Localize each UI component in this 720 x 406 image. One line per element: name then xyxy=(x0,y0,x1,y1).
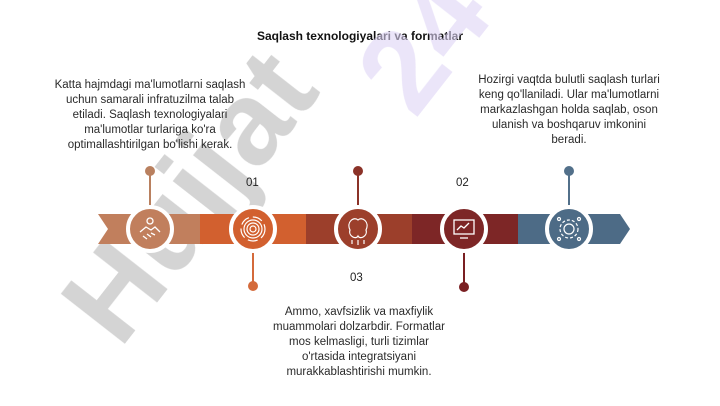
note-security-issues: Ammo, xavfsizlik va maxfiylik muammolari… xyxy=(273,306,445,378)
computer-chart-icon xyxy=(453,219,475,239)
node-2 xyxy=(229,205,277,253)
pin-3 xyxy=(353,166,363,210)
note-storage-infrastructure: Katta hajmdagi ma'lumotlarni saqlash uch… xyxy=(54,79,246,151)
note-cloud-storage: Hozirgi vaqtda bulutli saqlash turlari k… xyxy=(478,74,660,146)
step-number-02: 02 xyxy=(456,177,469,189)
handshake-icon xyxy=(139,217,161,240)
brain-network-icon xyxy=(348,218,368,245)
pin-1 xyxy=(145,166,155,210)
pin-5 xyxy=(564,166,574,210)
node-5 xyxy=(545,205,593,253)
node-1 xyxy=(126,205,174,253)
pin-2 xyxy=(248,248,258,291)
page-title: Saqlash texnologiyalari va formatlar xyxy=(256,29,464,43)
step-number-03: 03 xyxy=(350,272,363,284)
step-number-01: 01 xyxy=(246,177,259,189)
fingerprint-icon xyxy=(240,216,266,242)
gear-network-icon xyxy=(556,216,582,242)
node-3 xyxy=(334,205,382,253)
pin-4 xyxy=(459,248,469,292)
node-4 xyxy=(440,205,488,253)
